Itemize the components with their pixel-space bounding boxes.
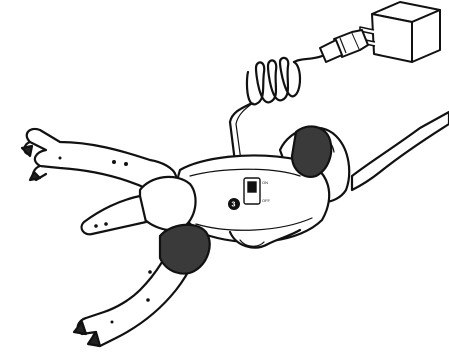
switch-off-label: OFF [262,198,271,203]
shadow-patch-front [158,223,211,275]
coiled-cable-icon [228,54,324,182]
usb-plug-icon [319,29,369,63]
snout [80,194,148,236]
shadow-patch-rear [290,125,333,178]
port-number-badge: 3 [228,198,240,210]
switch-on-label: ON [262,180,268,185]
port-number: 3 [232,202,236,209]
front-upper-claw [20,144,34,158]
head [138,175,197,232]
wall-adapter-icon [359,1,441,63]
front-lower-claw [72,320,88,336]
power-switch-icon: ON OFF [243,177,271,205]
robot-dog-toy-icon [20,110,449,348]
tail [350,110,449,192]
